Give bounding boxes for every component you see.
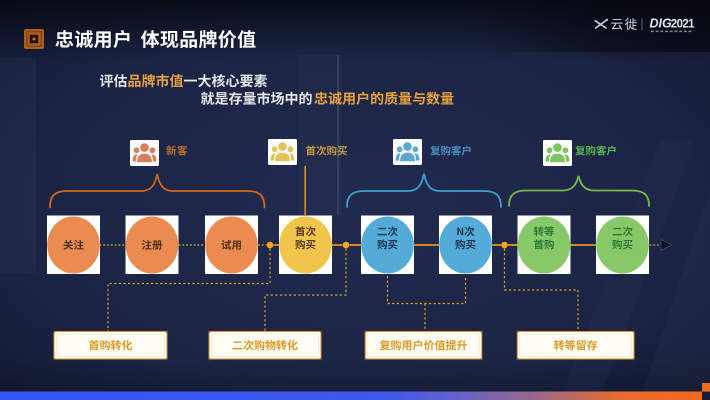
svg-text:2021: 2021 [671, 19, 695, 31]
svg-text:DIG: DIG [650, 17, 673, 31]
